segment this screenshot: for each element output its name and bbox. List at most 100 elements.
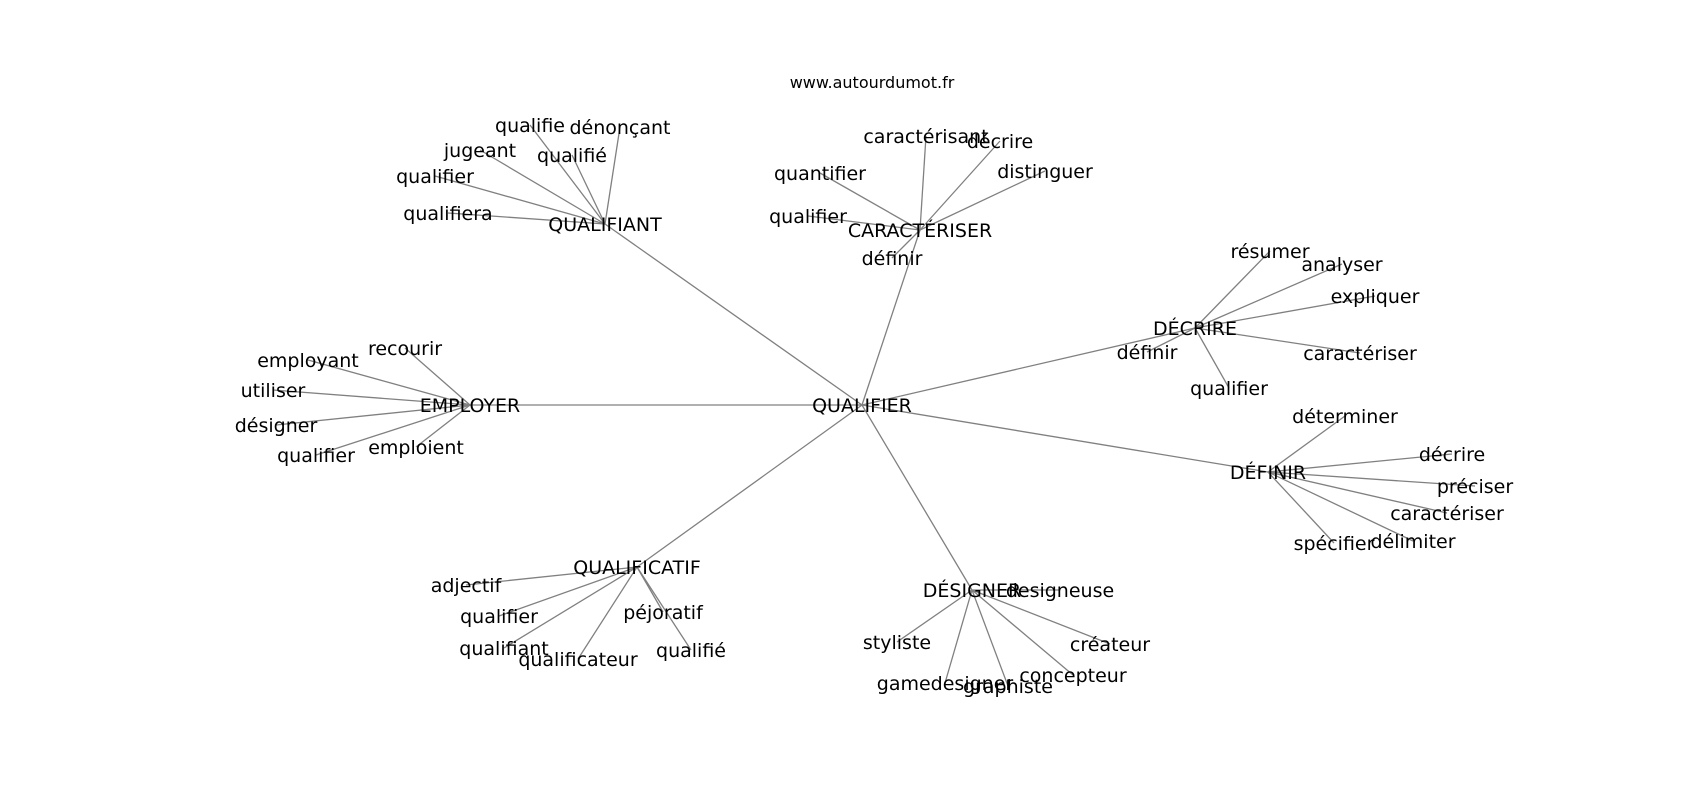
edge-caracteriser-2 [819, 172, 921, 231]
edge-designer-2 [971, 589, 1111, 645]
edge-qualifiant-5 [447, 212, 606, 225]
edge-center-designer [861, 404, 973, 591]
word-node-qualificatif-3: qualifiant [459, 638, 548, 660]
graph-edges [272, 124, 1476, 687]
word-node-caracteriser-5: définir [862, 248, 923, 270]
word-node-decrire-2: expliquer [1331, 286, 1420, 308]
edge-caracteriser-3 [919, 170, 1046, 231]
edge-caracteriser-5 [891, 229, 921, 259]
edge-decrire-1 [1194, 263, 1343, 329]
edge-qualifiant-4 [434, 175, 606, 225]
word-node-decrire-3: définir [1117, 342, 1178, 364]
edge-qualifiant-3 [571, 154, 606, 225]
edge-definir-2 [1267, 471, 1476, 487]
hub-node-decrire: DÉCRIRE [1153, 317, 1237, 340]
word-node-qualificatif-2: péjoratif [623, 602, 704, 624]
word-node-qualifiant-4: qualifier [396, 166, 474, 188]
word-node-qualificatif-4: qualifié [656, 640, 726, 662]
word-node-employer-1: employant [257, 350, 359, 372]
word-node-designer-0: designeuse [1006, 580, 1114, 602]
word-node-caracteriser-4: qualifier [769, 206, 847, 228]
edge-decrire-4 [1194, 327, 1361, 354]
edge-qualificatif-1 [498, 566, 638, 617]
edge-qualifiant-1 [604, 126, 621, 225]
edge-center-qualifiant [604, 223, 863, 406]
edge-qualifiant-2 [479, 149, 606, 225]
edge-employer-2 [272, 389, 471, 406]
hub-node-qualifiant: QUALIFIANT [548, 214, 662, 236]
edge-decrire-0 [1194, 250, 1271, 329]
word-node-qualificatif-1: qualifier [460, 606, 538, 628]
edge-employer-1 [307, 359, 471, 406]
edge-employer-4 [415, 404, 471, 448]
word-node-employer-2: utiliser [241, 380, 306, 402]
hub-node-caracteriser: CARACTÉRISER [848, 219, 992, 242]
edge-definir-0 [1267, 415, 1346, 473]
hub-node-qualificatif: QUALIFICATIF [573, 557, 701, 579]
word-node-employer-4: emploient [368, 437, 464, 459]
edge-employer-0 [404, 347, 471, 406]
word-node-qualifiant-1: dénonçant [569, 117, 670, 139]
word-node-qualifiant-0: qualifie [495, 115, 565, 137]
edge-center-decrire [861, 327, 1196, 406]
word-node-designer-1: styliste [863, 632, 931, 654]
edge-caracteriser-4 [807, 215, 921, 231]
word-node-caracteriser-2: quantifier [774, 163, 866, 185]
center-node: QUALIFIER [812, 395, 912, 417]
edge-designer-5 [971, 589, 1009, 687]
edge-caracteriser-1 [919, 140, 1001, 231]
edge-decrire-2 [1194, 295, 1376, 329]
edge-center-definir [861, 404, 1269, 473]
hub-node-employer: EMPLOYER [420, 395, 521, 417]
word-node-employer-0: recourir [368, 338, 442, 360]
edge-decrire-3 [1146, 327, 1196, 353]
edge-center-caracteriser [861, 229, 921, 406]
source-watermark: www.autourdumot.fr [790, 73, 955, 92]
word-node-designer-3: concepteur [1019, 665, 1126, 687]
edge-caracteriser-0 [919, 135, 927, 231]
edge-designer-1 [896, 589, 973, 643]
edge-qualificatif-5 [577, 566, 638, 660]
hub-node-designer: DÉSIGNER [923, 579, 1021, 602]
word-node-qualifiant-2: jugeant [443, 140, 516, 162]
word-node-caracteriser-3: distinguer [997, 161, 1093, 183]
word-node-definir-0: déterminer [1292, 406, 1398, 428]
edge-definir-1 [1267, 453, 1453, 473]
word-node-designer-5: graphiste [963, 676, 1053, 698]
edge-qualificatif-3 [503, 566, 638, 649]
word-node-definir-4: délimiter [1370, 531, 1455, 553]
word-node-definir-2: préciser [1437, 476, 1513, 498]
word-node-caracteriser-0: caractérisant [863, 126, 988, 148]
word-node-qualificatif-0: adjectif [431, 575, 503, 597]
word-node-definir-5: spécifier [1294, 533, 1375, 555]
word-node-qualifiant-3: qualifié [537, 145, 607, 167]
edge-definir-3 [1267, 471, 1448, 514]
word-node-employer-5: qualifier [277, 445, 355, 467]
edge-definir-4 [1267, 471, 1414, 542]
word-node-decrire-0: résumer [1230, 241, 1309, 263]
word-node-caracteriser-1: décrire [967, 131, 1033, 153]
word-node-decrire-1: analyser [1301, 254, 1382, 276]
edge-definir-5 [1267, 471, 1335, 544]
word-node-designer-4: gamedesigner [877, 673, 1014, 695]
edge-qualifiant-0 [529, 124, 606, 225]
edge-designer-3 [971, 589, 1074, 676]
word-node-designer-2: créateur [1070, 634, 1150, 656]
word-node-decrire-5: qualifier [1190, 378, 1268, 400]
edge-employer-3 [275, 404, 471, 426]
edge-employer-5 [315, 404, 471, 456]
word-node-definir-3: caractériser [1390, 503, 1504, 525]
hub-node-definir: DÉFINIR [1230, 461, 1306, 484]
edge-decrire-5 [1194, 327, 1230, 389]
word-node-qualifiant-5: qualifiera [403, 203, 492, 225]
edge-qualificatif-4 [636, 566, 692, 651]
word-node-decrire-4: caractériser [1303, 343, 1417, 365]
word-node-employer-3: désigner [235, 415, 318, 437]
word-node-qualificatif-5: qualificateur [518, 649, 638, 671]
edge-designer-4 [944, 589, 973, 684]
edge-center-qualificatif [636, 404, 863, 568]
word-node-definir-1: décrire [1419, 444, 1485, 466]
edge-qualificatif-0 [465, 566, 638, 586]
